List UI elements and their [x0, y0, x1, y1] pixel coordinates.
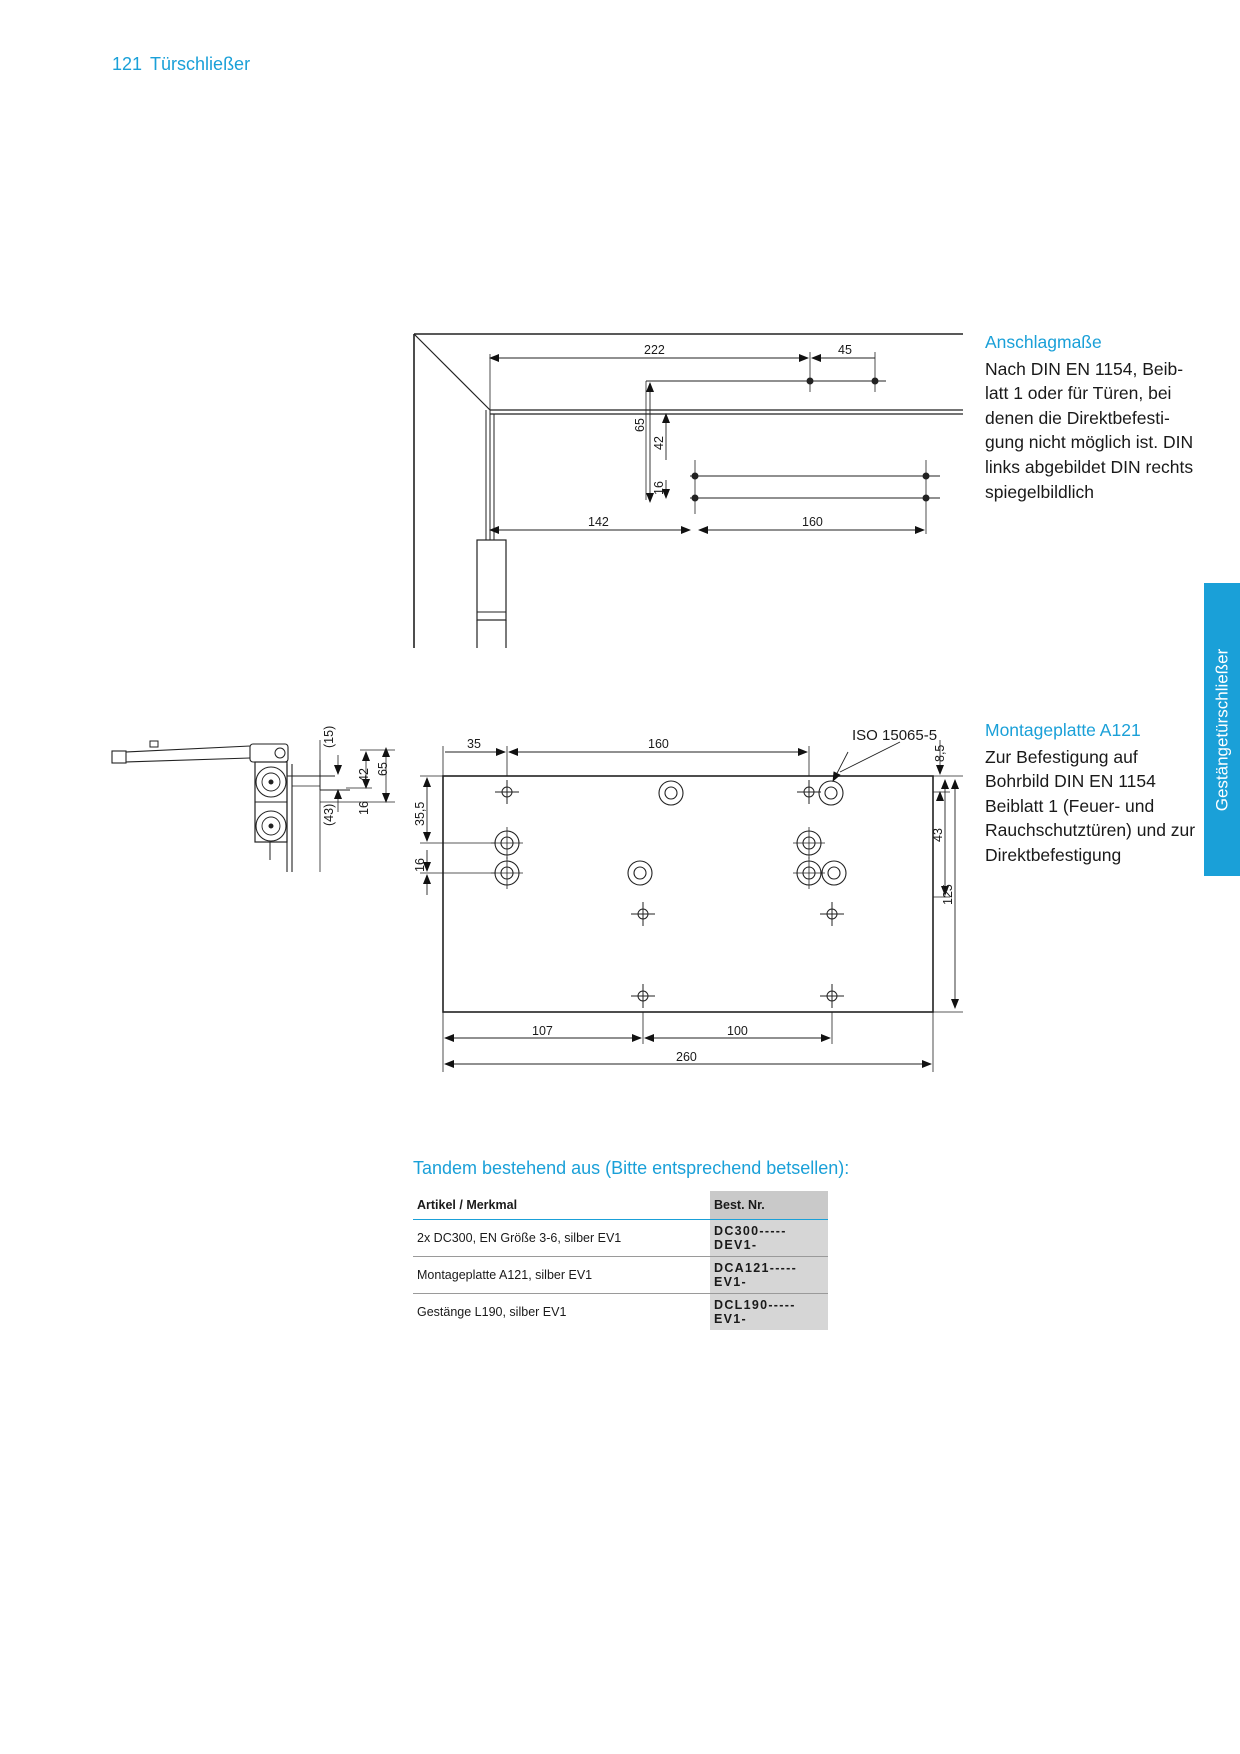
order-table: Artikel / Merkmal Best. Nr. 2x DC300, EN… [413, 1191, 828, 1330]
artikel-cell: 2x DC300, EN Größe 3-6, silber EV1 [413, 1219, 710, 1257]
page-header: 121 Türschließer [112, 54, 250, 75]
anschlag-dimensions: 222 45 65 42 16 142 160 [588, 343, 852, 529]
artikel-cell: Montageplatte A121, silber EV1 [413, 1256, 710, 1294]
artikel-cell: Gestänge L190, silber EV1 [413, 1293, 710, 1330]
dim-42: 42 [652, 436, 666, 450]
dim-260: 260 [676, 1050, 697, 1064]
table-row: 2x DC300, EN Größe 3-6, silber EV1 DC300… [413, 1219, 828, 1257]
dim-107: 107 [532, 1024, 553, 1038]
dim-side-42: 42 [357, 768, 371, 782]
page-title: Türschließer [150, 54, 251, 74]
side-view-drawing [111, 740, 395, 872]
side-view-dimensions: (15) (43) 42 65 16 [322, 726, 390, 826]
dim-plate-125: 125 [941, 884, 955, 905]
anschlag-drawing [413, 333, 963, 648]
mounting-plate-drawing [420, 740, 963, 1072]
anschlag-info: Anschlagmaße Nach DIN EN 1154, Beib-latt… [985, 330, 1200, 504]
iso-label: ISO 15065-5 [852, 727, 937, 744]
dim-15: (15) [322, 726, 336, 748]
best-nr-cell: DCL190-----EV1- [710, 1293, 828, 1330]
column-header-best-nr: Best. Nr. [710, 1191, 828, 1220]
dim-43: (43) [322, 804, 336, 826]
dim-16: 16 [652, 481, 666, 495]
table-header-row: Artikel / Merkmal Best. Nr. [413, 1191, 828, 1220]
dim-222: 222 [644, 343, 665, 357]
anschlag-title: Anschlagmaße [985, 332, 1102, 352]
dim-160: 160 [802, 515, 823, 529]
best-nr-cell: DCA121-----EV1- [710, 1256, 828, 1294]
dim-plate-35: 35 [467, 737, 481, 751]
dim-plate-43: 43 [931, 828, 945, 842]
montage-title: Montageplatte A121 [985, 720, 1141, 740]
dim-plate-160: 160 [648, 737, 669, 751]
anschlag-text: Nach DIN EN 1154, Beib-latt 1 oder für T… [985, 358, 1194, 502]
mounting-plate-dimensions: ISO 15065-5 35 160 8,5 35,5 16 43 125 10… [413, 727, 955, 1064]
dim-8-5: 8,5 [933, 745, 947, 762]
dim-45: 45 [838, 343, 852, 357]
montage-text: Zur Befestigung auf Bohrbild DIN EN 1154… [985, 746, 1196, 865]
dim-side-65: 65 [376, 762, 390, 776]
table-row: Montageplatte A121, silber EV1 DCA121---… [413, 1256, 828, 1294]
page-number: 121 [112, 54, 143, 74]
montage-info: Montageplatte A121 Zur Befestigung auf B… [985, 718, 1200, 868]
dim-142: 142 [588, 515, 609, 529]
dim-plate-16: 16 [413, 858, 427, 872]
dim-side-16: 16 [357, 801, 371, 815]
dim-35-5: 35,5 [413, 802, 427, 826]
tandem-title: Tandem bestehend aus (Bitte entsprechend… [413, 1158, 850, 1178]
best-nr-cell: DC300-----DEV1- [710, 1219, 828, 1257]
dim-65: 65 [633, 418, 647, 432]
side-tab: Gestängetürschließer [1204, 583, 1240, 876]
column-header-artikel: Artikel / Merkmal [413, 1191, 710, 1220]
table-row: Gestänge L190, silber EV1 DCL190-----EV1… [413, 1293, 828, 1330]
dim-100: 100 [727, 1024, 748, 1038]
